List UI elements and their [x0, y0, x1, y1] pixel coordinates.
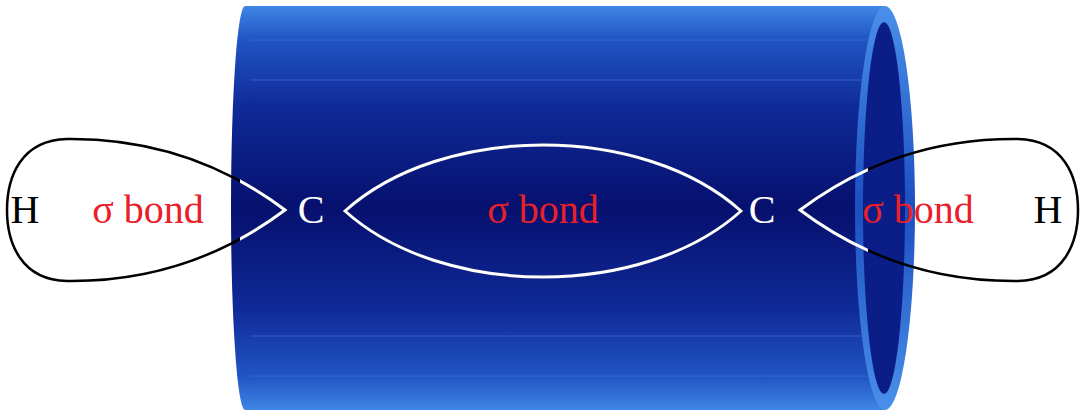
orbital-label: σ bond: [487, 190, 599, 230]
orbital-lobe: σ bond: [343, 143, 743, 279]
orbital-label: H: [11, 190, 40, 230]
orbital-label: σ bond: [92, 190, 204, 230]
orbital-label: H: [1034, 190, 1063, 230]
lobe-line: [800, 139, 1078, 281]
orbital-label: σ bond: [862, 190, 974, 230]
atom-label: C: [298, 190, 325, 230]
orbital-lobe: σ bond H: [795, 137, 1080, 283]
lobe-line-inside: [240, 139, 285, 281]
lobe-line: [7, 139, 285, 281]
lobe-line-inside: [345, 145, 741, 277]
tube-left-end: [231, 6, 259, 410]
lobe-line: [345, 145, 741, 277]
atom-label: C: [749, 190, 776, 230]
tube-body: [245, 6, 885, 410]
tube-shading: [250, 40, 880, 376]
lobe-line-inside: [800, 139, 868, 281]
orbital-lobe: Hσ bond: [5, 137, 290, 283]
